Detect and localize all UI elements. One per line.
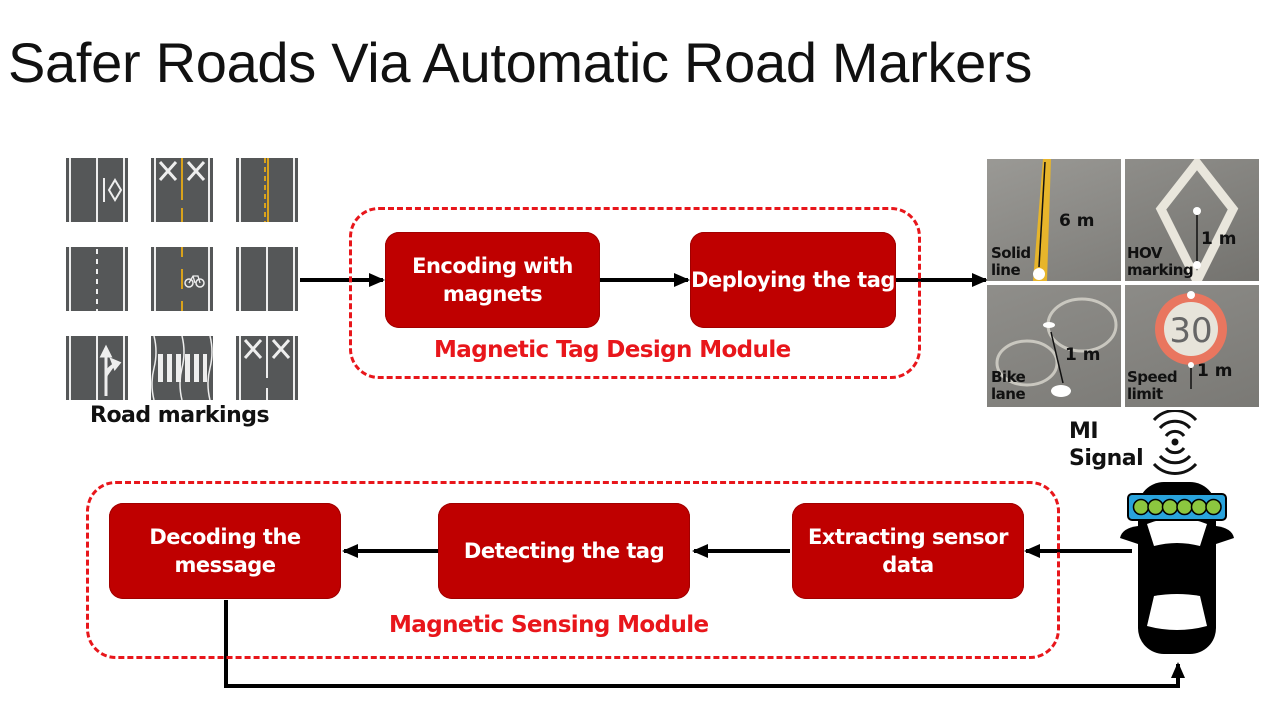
photo-label-solid-line: Solid line xyxy=(991,244,1031,279)
photo-bike-lane: 1 m Bike lane xyxy=(987,285,1121,407)
deployment-photos: 6 m Solid line 1 m HOV marking 1 m Bike … xyxy=(987,159,1259,407)
photo-solid-line: 6 m Solid line xyxy=(987,159,1121,281)
speed-limit-value: 30 xyxy=(1169,311,1212,351)
vehicle-icon xyxy=(1120,482,1234,654)
arrow-decoding-to-car xyxy=(224,600,1185,688)
step-encoding-with-magnets: Encoding with magnets xyxy=(385,232,600,328)
step-detecting-the-tag: Detecting the tag xyxy=(438,503,690,599)
road-tile-crosswalk xyxy=(151,335,213,401)
distance-label: 6 m xyxy=(1059,211,1095,231)
road-tile-white-dashed xyxy=(66,247,128,311)
road-tile-bike-lane xyxy=(151,247,213,311)
photo-label-speed-limit: Speed limit xyxy=(1127,368,1178,403)
mi-label-line1: MI xyxy=(1069,419,1099,444)
mi-signal-label: MI Signal xyxy=(1069,418,1144,472)
road-markings-label: Road markings xyxy=(90,403,270,428)
sensing-module-label: Magnetic Sensing Module xyxy=(389,612,709,638)
road-tile-yellow-dashed xyxy=(236,158,298,222)
photo-speed-limit: 30 1 m Speed limit xyxy=(1125,285,1259,407)
distance-label: 1 m xyxy=(1065,345,1101,365)
road-tile-double-x-yellow xyxy=(151,158,213,222)
slide-title: Safer Roads Via Automatic Road Markers xyxy=(8,31,1033,94)
step-deploying-the-tag: Deploying the tag xyxy=(690,232,896,328)
design-module-label: Magnetic Tag Design Module xyxy=(434,337,791,363)
distance-label: 1 m xyxy=(1201,229,1237,249)
wireless-signal-icon xyxy=(1152,410,1198,475)
sensor-dots xyxy=(1132,498,1222,516)
road-markings-grid xyxy=(66,158,298,402)
step-decoding-the-message: Decoding the message xyxy=(109,503,341,599)
step-extracting-sensor-data: Extracting sensor data xyxy=(792,503,1024,599)
sensing-module-box xyxy=(86,481,1060,659)
road-tile-solid-lanes xyxy=(236,247,298,311)
road-tile-double-x-white xyxy=(236,336,298,400)
road-tile-turn-arrow xyxy=(66,336,128,400)
road-tile-hov-diamond xyxy=(66,158,128,222)
photo-label-bike-lane: Bike lane xyxy=(991,368,1026,403)
design-module-box xyxy=(349,207,921,379)
distance-label: 1 m xyxy=(1197,361,1233,381)
mi-label-line2: Signal xyxy=(1069,446,1144,471)
photo-hov-marking: 1 m HOV marking xyxy=(1125,159,1259,281)
photo-label-hov-marking: HOV marking xyxy=(1127,244,1194,279)
